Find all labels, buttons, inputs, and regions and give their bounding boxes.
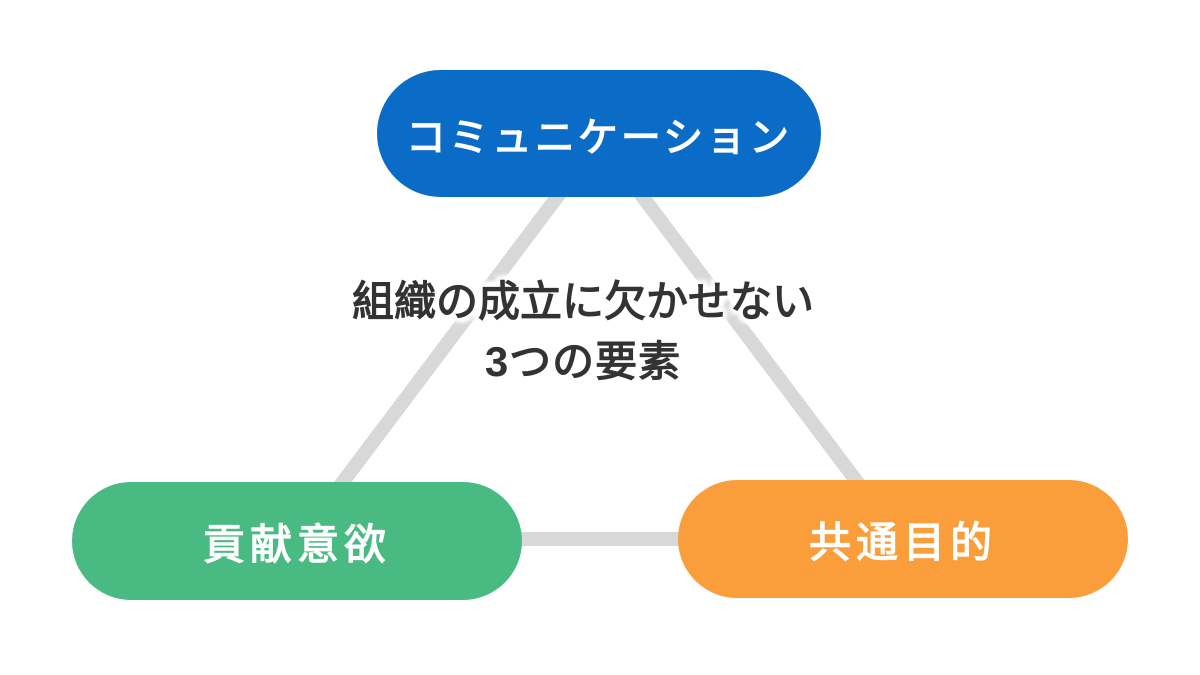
diagram-title-line2: 3つの要素 — [484, 338, 682, 385]
diagram-title-line1: 組織の成立に欠かせない — [351, 278, 815, 325]
node-communication-label: コミュニケーション — [405, 115, 793, 160]
node-communication: コミュニケーション — [377, 70, 821, 197]
triangle-line — [293, 133, 907, 546]
node-common-purpose-label: 共通目的 — [808, 518, 997, 566]
node-common-purpose: 共通目的 — [678, 480, 1128, 598]
diagram-title: 組織の成立に欠かせない 3つの要素 — [352, 272, 814, 392]
node-contribution-will: 貢献意欲 — [72, 482, 522, 600]
node-contribution-will-label: 貢献意欲 — [202, 520, 391, 568]
